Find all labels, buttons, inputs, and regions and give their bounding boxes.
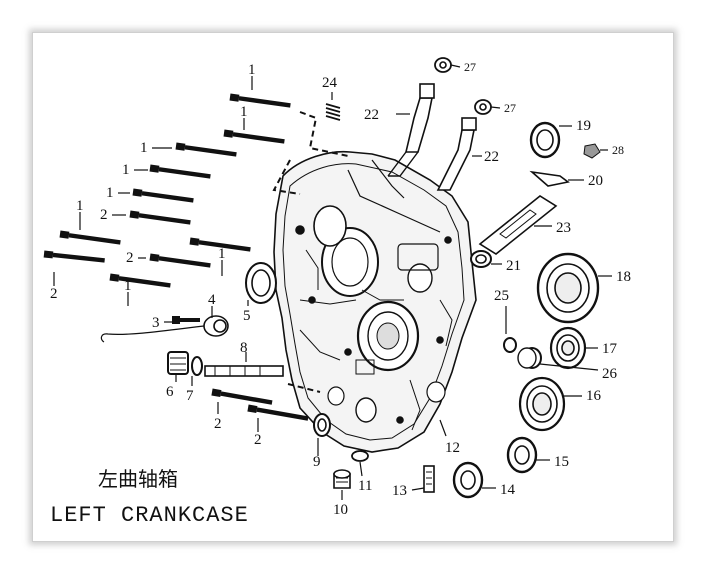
bolt-icon[interactable]	[59, 230, 121, 246]
bolt-icon[interactable]	[129, 210, 191, 226]
callout-crankcase: 12	[445, 440, 460, 456]
bolt-icon[interactable]	[149, 164, 211, 180]
bolt-icon[interactable]	[149, 253, 211, 269]
chain-guide-icon[interactable]	[478, 195, 558, 255]
callout-bolt: 1	[76, 198, 84, 214]
small-parts	[100, 57, 601, 499]
callout-washer-27b: 27	[504, 101, 516, 115]
callout-guide-23: 23	[556, 220, 571, 236]
oil-seal-icon[interactable]	[506, 436, 538, 474]
ball-bearing-icon[interactable]	[536, 252, 600, 324]
callout-pin: 13	[392, 483, 407, 499]
callout-stud-b: 22	[484, 149, 499, 165]
washer-icon[interactable]	[434, 57, 452, 73]
bolt-icon[interactable]	[43, 250, 106, 264]
washer-icon[interactable]	[474, 99, 492, 115]
diagram-title: 左曲轴箱 LEFT CRANKCASE	[50, 467, 249, 528]
callout-bolt: 1	[122, 162, 130, 178]
shaft-icon[interactable]	[204, 365, 284, 377]
callout-oring-7: 7	[186, 388, 194, 404]
callout-spring-24: 24	[322, 75, 338, 91]
ball-bearing-icon[interactable]	[529, 121, 561, 159]
callout-bolt: 1	[218, 246, 226, 262]
callout-seal-left: 5	[243, 308, 251, 324]
bolt-icon[interactable]	[109, 273, 171, 289]
bolt-group	[43, 93, 309, 423]
callout-nut-28: 28	[612, 143, 624, 157]
callout-bolt-short: 2	[126, 250, 134, 266]
ball-bearing-icon[interactable]	[518, 376, 566, 432]
title-chinese: 左曲轴箱	[98, 467, 178, 491]
callout-seal-15: 15	[554, 454, 569, 470]
o-ring-icon[interactable]	[191, 356, 203, 376]
bolt-icon[interactable]	[229, 93, 291, 109]
callout-bearing-18: 18	[616, 269, 631, 285]
callout-seal-14: 14	[500, 482, 516, 498]
dashed-guides	[272, 111, 349, 393]
oil-seal-icon[interactable]	[245, 262, 277, 304]
callout-bolt-short: 2	[50, 286, 58, 302]
callout-bolt-short: 2	[214, 416, 222, 432]
callout-washer-27a: 27	[464, 60, 476, 74]
ball-bearing-icon[interactable]	[549, 326, 587, 370]
oil-seal-icon[interactable]	[470, 250, 492, 268]
callout-seal-9: 9	[313, 454, 321, 470]
callout-stud-a: 22	[364, 107, 379, 123]
title-english: LEFT CRANKCASE	[50, 503, 249, 528]
callout-bolt-short: 2	[254, 432, 262, 448]
oil-seal-icon[interactable]	[313, 413, 331, 437]
pin-icon[interactable]	[423, 465, 435, 493]
callout-sensor: 6	[166, 384, 174, 400]
bracket-icon[interactable]	[529, 170, 570, 187]
washer-icon[interactable]	[351, 450, 369, 462]
callout-bolt: 1	[106, 185, 114, 201]
callout-switch: 4	[208, 292, 216, 308]
callout-bracket-20: 20	[588, 173, 603, 189]
callout-bolt: 1	[140, 140, 148, 156]
callout-oring-25: 25	[494, 288, 509, 304]
sensor-icon[interactable]	[167, 351, 189, 375]
callout-shaft: 8	[240, 340, 248, 356]
neutral-switch-icon[interactable]	[100, 315, 229, 343]
drain-plug-icon[interactable]	[333, 469, 351, 489]
bolt-icon[interactable]	[132, 188, 194, 204]
crankcase-body	[273, 150, 477, 453]
bolt-icon[interactable]	[223, 129, 285, 145]
callout-labels: 1 1 1 1 1 1 1 1 2 2 2 2 2 3 4 5 6 7 8 9 …	[50, 60, 631, 518]
callout-bolt: 1	[240, 104, 248, 120]
leader-lines	[53, 64, 612, 500]
nut-icon[interactable]	[583, 143, 601, 159]
o-ring-icon[interactable]	[503, 337, 517, 353]
oil-seal-icon[interactable]	[452, 461, 484, 499]
callout-bearing-17: 17	[602, 341, 618, 357]
callout-bearing-16: 16	[586, 388, 602, 404]
callout-bolt-short: 2	[100, 207, 108, 223]
callout-screw: 3	[152, 315, 160, 331]
bolt-icon[interactable]	[175, 142, 237, 158]
spring-icon[interactable]	[325, 103, 341, 121]
callout-washer-11: 11	[358, 478, 372, 494]
stud-icon[interactable]	[387, 83, 435, 177]
bushing-icon[interactable]	[517, 347, 542, 369]
callout-seal-21: 21	[506, 258, 521, 274]
stud-icon[interactable]	[436, 117, 477, 191]
callout-bolt: 1	[124, 278, 132, 294]
callout-plug: 10	[333, 502, 348, 518]
callout-bushing-26: 26	[602, 366, 618, 382]
screw-icon[interactable]	[172, 316, 200, 324]
callout-bearing-19: 19	[576, 118, 591, 134]
bolt-icon[interactable]	[211, 388, 273, 407]
callout-bolt: 1	[248, 62, 256, 78]
